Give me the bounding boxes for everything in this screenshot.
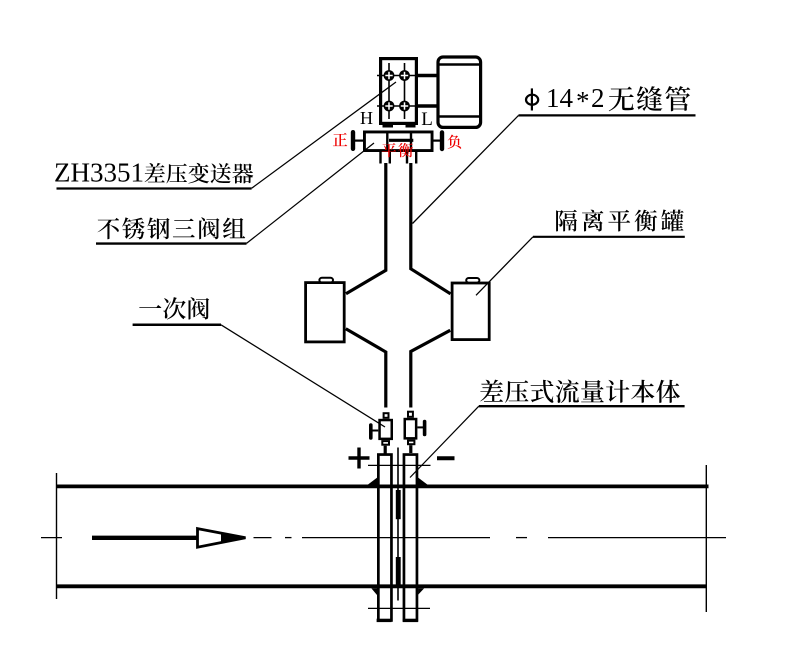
svg-text:H: H [360,108,373,128]
svg-text:14: 14 [546,83,574,113]
svg-text:*: * [576,86,590,116]
svg-text:2: 2 [591,83,605,113]
svg-text:L: L [421,109,433,130]
svg-text:ZH3351: ZH3351 [54,158,144,188]
